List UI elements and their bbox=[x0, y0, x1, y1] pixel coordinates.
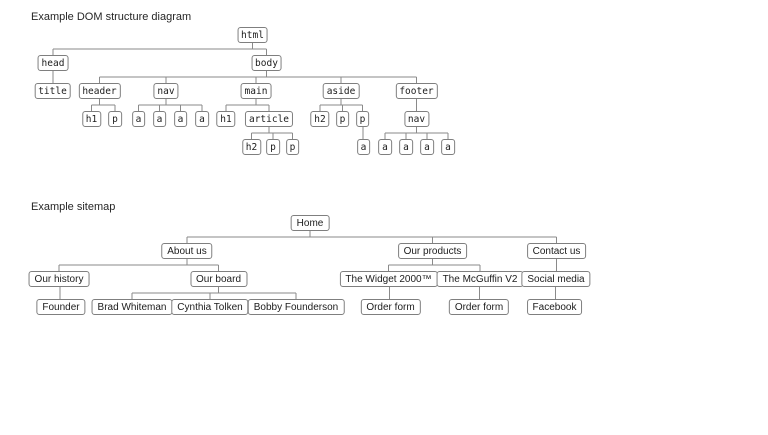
dom-node-p: p bbox=[355, 111, 370, 127]
dom-node-a: a bbox=[195, 111, 209, 127]
sitemap-node-order-form: Order form bbox=[448, 299, 510, 315]
dom-node-article: article bbox=[244, 111, 294, 127]
dom-node-header: header bbox=[78, 83, 121, 99]
dom-node-a: a bbox=[399, 139, 413, 155]
dom-node-nav: nav bbox=[403, 111, 430, 127]
dom-node-h1: h1 bbox=[216, 111, 236, 127]
dom-node-h2: h2 bbox=[241, 139, 262, 155]
sitemap-node-contact-us: Contact us bbox=[526, 243, 587, 259]
sitemap-node-our-board: Our board bbox=[189, 271, 248, 287]
sitemap-node-bobby-founderson: Bobby Founderson bbox=[247, 299, 345, 315]
dom-node-a: a bbox=[131, 111, 146, 127]
dom-node-a: a bbox=[420, 139, 434, 155]
dom-node-p: p bbox=[285, 139, 300, 155]
dom-node-nav: nav bbox=[153, 83, 179, 99]
dom-node-a: a bbox=[152, 111, 167, 127]
dom-node-html: html bbox=[237, 27, 268, 43]
dom-node-aside: aside bbox=[322, 83, 360, 99]
dom-node-footer: footer bbox=[395, 83, 438, 99]
sitemap-node-about-us: About us bbox=[161, 243, 213, 259]
sitemap-node-facebook: Facebook bbox=[526, 299, 583, 315]
dom-node-a: a bbox=[173, 111, 188, 127]
sitemap-node-our-products: Our products bbox=[397, 243, 468, 259]
dom-node-p: p bbox=[335, 111, 350, 127]
dom-node-title: title bbox=[34, 83, 71, 99]
dom-node-a: a bbox=[356, 139, 371, 155]
sitemap-node-founder: Founder bbox=[36, 299, 86, 315]
dom-node-p: p bbox=[266, 139, 280, 155]
dom-node-body: body bbox=[251, 55, 282, 71]
sitemap-node-social-media: Social media bbox=[521, 271, 591, 287]
dom-node-a: a bbox=[441, 139, 455, 155]
sitemap-node-the-mcguffin-v2: The McGuffin V2 bbox=[436, 271, 524, 287]
dom-node-p: p bbox=[108, 111, 122, 127]
dom-node-h1: h1 bbox=[81, 111, 102, 127]
sitemap-node-our-history: Our history bbox=[28, 271, 90, 287]
sitemap-diagram-title: Example sitemap bbox=[31, 201, 116, 213]
dom-node-a: a bbox=[378, 139, 392, 155]
dom-node-head: head bbox=[37, 55, 69, 71]
sitemap-node-order-form: Order form bbox=[360, 299, 421, 315]
dom-node-main: main bbox=[240, 83, 272, 99]
sitemap-node-cynthia-tolken: Cynthia Tolken bbox=[171, 299, 249, 315]
dom-diagram-title: Example DOM structure diagram bbox=[31, 11, 192, 23]
sitemap-node-home: Home bbox=[290, 215, 330, 231]
sitemap-node-brad-whiteman: Brad Whiteman bbox=[91, 299, 173, 315]
dom-node-h2: h2 bbox=[310, 111, 330, 127]
sitemap-node-the-widget-2000: The Widget 2000™ bbox=[339, 271, 438, 287]
